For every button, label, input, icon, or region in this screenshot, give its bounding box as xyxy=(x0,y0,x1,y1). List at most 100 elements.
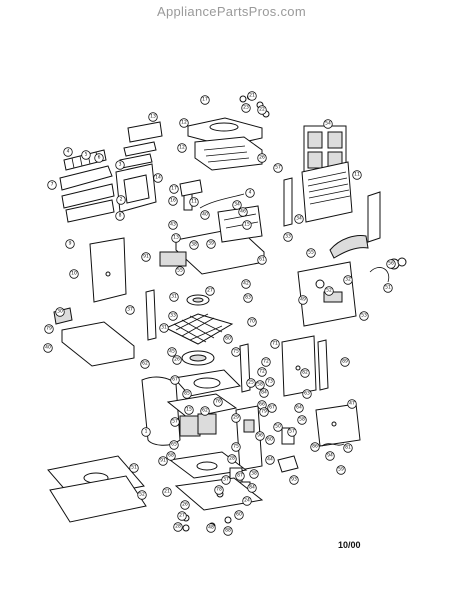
callout-26: 26 xyxy=(172,355,182,365)
svg-text:46: 46 xyxy=(240,209,246,215)
grille-mesh-part xyxy=(159,251,187,267)
svg-text:33: 33 xyxy=(285,234,291,240)
svg-text:52: 52 xyxy=(326,288,332,294)
callout-85: 85 xyxy=(182,389,192,399)
callout-26: 26 xyxy=(257,153,267,163)
svg-text:39: 39 xyxy=(208,241,214,247)
callout-13: 13 xyxy=(171,233,181,243)
callout-58: 58 xyxy=(297,415,307,425)
svg-text:83: 83 xyxy=(245,295,251,301)
callout-28: 28 xyxy=(227,454,237,464)
right-rail-part xyxy=(317,339,329,391)
svg-text:60: 60 xyxy=(267,437,273,443)
callout-86: 86 xyxy=(310,442,320,452)
callout-89: 89 xyxy=(340,357,350,367)
callout-5: 5 xyxy=(81,150,91,160)
callout-44: 44 xyxy=(265,455,275,465)
front-curved-cover-part xyxy=(141,376,181,446)
svg-text:32: 32 xyxy=(345,277,351,283)
callout-73: 73 xyxy=(265,377,275,387)
svg-text:14: 14 xyxy=(155,175,161,181)
svg-text:45: 45 xyxy=(169,349,175,355)
callout-67: 67 xyxy=(170,375,180,385)
callout-55: 55 xyxy=(175,266,185,276)
louver-panel-part xyxy=(301,161,353,223)
svg-text:4: 4 xyxy=(249,190,252,196)
callout-3: 3 xyxy=(115,160,125,170)
connector-bracket-part xyxy=(179,179,203,197)
callout-40: 40 xyxy=(43,343,53,353)
callout-93: 93 xyxy=(289,475,299,485)
callout-37: 37 xyxy=(125,305,135,315)
svg-text:79: 79 xyxy=(261,409,267,415)
right-door-panel-part xyxy=(281,335,317,397)
svg-text:23: 23 xyxy=(243,105,249,111)
callout-30: 30 xyxy=(55,307,65,317)
strip-rail-part xyxy=(145,289,157,341)
callout-21: 21 xyxy=(162,487,172,497)
svg-text:33: 33 xyxy=(170,313,176,319)
callout-33: 33 xyxy=(283,232,293,242)
svg-text:63: 63 xyxy=(304,391,310,397)
svg-text:27: 27 xyxy=(179,513,185,519)
chassis-tray-part xyxy=(175,205,265,275)
bracket-plate-part xyxy=(315,403,361,447)
callout-43: 43 xyxy=(168,220,178,230)
callout-38: 38 xyxy=(249,469,259,479)
svg-text:40: 40 xyxy=(45,345,51,351)
callout-23: 23 xyxy=(241,103,251,113)
callout-80: 80 xyxy=(223,334,233,344)
callout-39: 39 xyxy=(206,239,216,249)
callout-34: 34 xyxy=(294,214,304,224)
blower-wheel-part xyxy=(181,350,215,366)
callout-31: 31 xyxy=(159,323,169,333)
svg-text:24: 24 xyxy=(244,498,250,504)
side-strip-part xyxy=(283,177,293,227)
callout-57: 57 xyxy=(287,427,297,437)
callout-9: 9 xyxy=(65,239,75,249)
callout-65: 65 xyxy=(169,440,179,450)
svg-text:47: 47 xyxy=(349,401,355,407)
svg-text:89: 89 xyxy=(342,359,348,365)
callout-28: 28 xyxy=(173,522,183,532)
callout-62: 62 xyxy=(140,359,150,369)
svg-text:52: 52 xyxy=(139,492,145,498)
svg-text:29: 29 xyxy=(233,415,239,421)
svg-text:51: 51 xyxy=(131,465,137,471)
svg-text:84: 84 xyxy=(261,390,267,396)
callout-67: 67 xyxy=(267,403,277,413)
svg-text:80: 80 xyxy=(225,336,231,342)
svg-text:60: 60 xyxy=(236,512,242,518)
callout-58: 58 xyxy=(255,380,265,390)
svg-text:17: 17 xyxy=(171,186,177,192)
side-trim-part xyxy=(367,191,381,243)
svg-text:28: 28 xyxy=(175,524,181,530)
svg-text:43: 43 xyxy=(170,222,176,228)
svg-text:55: 55 xyxy=(308,250,314,256)
svg-text:50: 50 xyxy=(275,424,281,430)
callout-79: 79 xyxy=(259,407,269,417)
callout-17: 17 xyxy=(200,95,210,105)
svg-text:22: 22 xyxy=(259,107,265,113)
svg-text:62: 62 xyxy=(142,361,148,367)
callout-29: 29 xyxy=(231,413,241,423)
upper-bracket-stack-part xyxy=(119,121,163,169)
callout-76: 76 xyxy=(213,397,223,407)
svg-text:37: 37 xyxy=(223,477,229,483)
watermark-header: AppliancePartsPros.com xyxy=(157,4,306,19)
svg-text:34: 34 xyxy=(234,202,240,208)
svg-text:55: 55 xyxy=(177,268,183,274)
svg-text:10: 10 xyxy=(71,271,77,277)
callout-62: 62 xyxy=(200,406,210,416)
callout-42: 42 xyxy=(241,279,251,289)
callout-4: 4 xyxy=(245,188,255,198)
svg-text:59: 59 xyxy=(338,467,344,473)
callout-84: 84 xyxy=(259,388,269,398)
svg-text:2: 2 xyxy=(120,197,123,203)
callout-75: 75 xyxy=(231,347,241,357)
svg-text:34: 34 xyxy=(296,216,302,222)
callout-53: 53 xyxy=(359,311,369,321)
svg-text:21: 21 xyxy=(164,489,170,495)
svg-text:12: 12 xyxy=(181,120,187,126)
